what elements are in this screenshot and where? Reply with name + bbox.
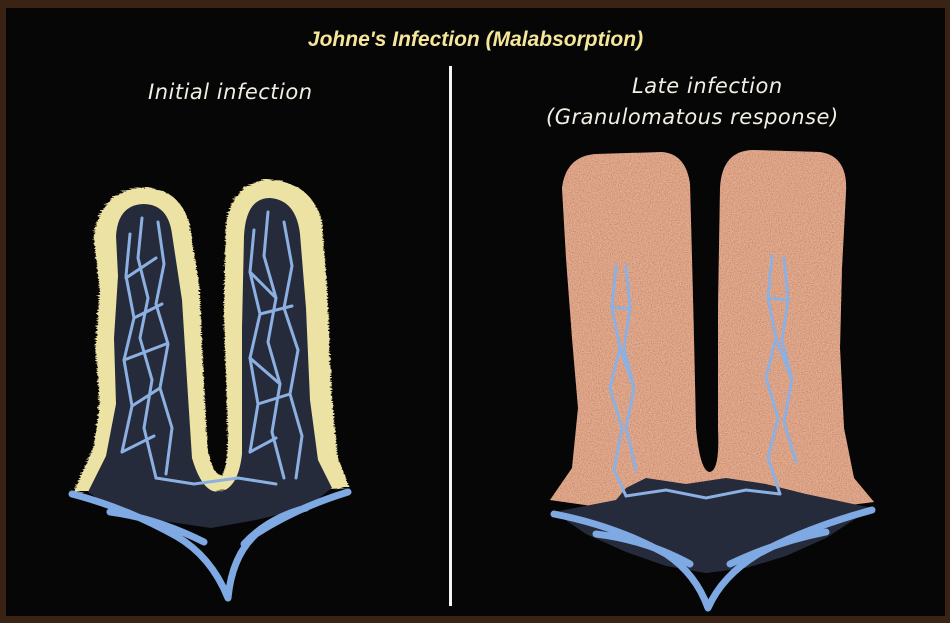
villus-group-late [550,150,874,608]
villus-group-initial [72,178,348,598]
caption-granulomatous-response: (Granulomatous response) [546,105,839,129]
caption-initial-infection: Initial infection [148,80,313,104]
granuloma-layer-late [550,150,874,508]
diagram-title: Johne's Infection (Malabsorption) [6,28,945,52]
villi-illustration [6,8,945,616]
panel-divider [449,66,452,606]
caption-late-infection: Late infection [632,74,783,98]
diagram-panel: Johne's Infection (Malabsorption) Initia… [6,8,945,616]
